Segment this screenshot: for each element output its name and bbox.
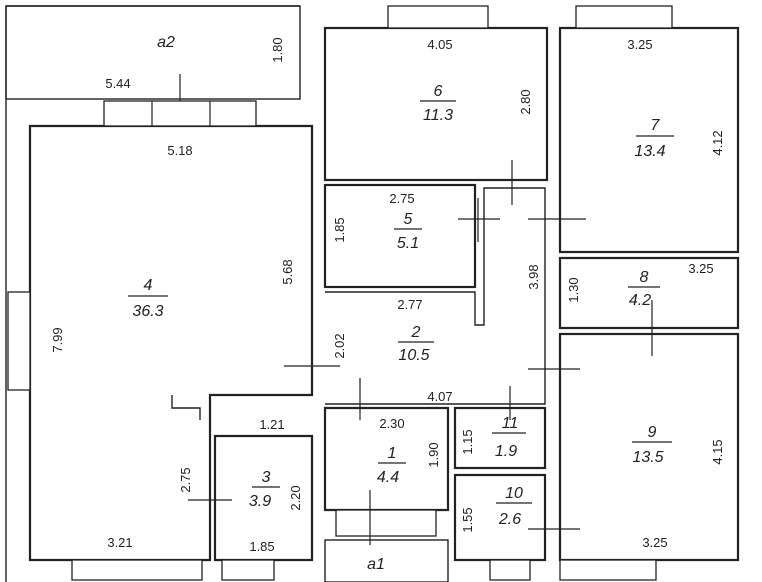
- room-5-number: 5: [404, 211, 413, 228]
- room-10-dim-left: 1.55: [460, 507, 475, 532]
- room-1-dim-right: 1.90: [426, 442, 441, 467]
- room-6-dim-right: 2.80: [518, 89, 533, 114]
- room-9-area: 13.5: [632, 449, 663, 466]
- room-2-area: 10.5: [398, 347, 429, 364]
- room-2-number: 2: [411, 324, 421, 341]
- room-11-dim-left: 1.15: [460, 429, 475, 454]
- room-7-number: 7: [651, 117, 661, 134]
- balcony-a2-label: a2: [157, 34, 175, 51]
- room-4-dim-left: 7.99: [50, 327, 65, 352]
- room-11: [453, 406, 547, 470]
- room-11-number: 11: [502, 415, 519, 432]
- room-5-dim-top: 2.75: [389, 191, 414, 206]
- room-4-dim-bottom: 3.21: [107, 535, 132, 550]
- room-5: [323, 183, 500, 289]
- room-4-dim-right: 5.68: [280, 259, 295, 284]
- room-5-area: 5.1: [397, 235, 419, 252]
- room-9-dim-bottom: 3.25: [642, 535, 667, 550]
- balcony-a2-width: 5.44: [105, 76, 130, 91]
- room-6-area: 11.3: [423, 107, 453, 124]
- room-7-area: 13.4: [634, 143, 665, 160]
- room-8-number: 8: [640, 269, 649, 286]
- room-3-dim-left: 2.75: [178, 467, 193, 492]
- room-4-area: 36.3: [132, 303, 163, 320]
- room-9-dim-right: 4.15: [710, 439, 725, 464]
- room-11-area: 1.9: [495, 443, 517, 460]
- room-2-dim-bottom: 4.07: [427, 389, 452, 404]
- room-3-dim-bottom: 1.85: [249, 539, 274, 554]
- room-7-dim-right: 4.12: [710, 130, 725, 155]
- room-6-dim-top: 4.05: [427, 37, 452, 52]
- room-1-dim-top: 2.30: [379, 416, 404, 431]
- room-2-dim-top: 2.77: [397, 297, 422, 312]
- room-1: [323, 406, 450, 545]
- room-4-dim-top: 5.18: [167, 143, 192, 158]
- room-1-area: 4.4: [377, 469, 399, 486]
- room-3-area: 3.9: [249, 493, 271, 510]
- entrance-a1: [324, 539, 531, 582]
- room-3-dim-top: 1.21: [259, 417, 284, 432]
- room-8-dim-top: 3.25: [688, 261, 713, 276]
- balcony-a1-label: a1: [367, 556, 385, 573]
- room-3-number: 3: [262, 469, 271, 486]
- room-3-dim-right: 2.20: [288, 485, 303, 510]
- room-4-number: 4: [144, 277, 153, 294]
- room-6: [323, 5, 549, 205]
- room-3: [188, 434, 314, 581]
- room-8: [558, 256, 740, 356]
- room-10-number: 10: [505, 485, 523, 502]
- room-7-dim-top: 3.25: [627, 37, 652, 52]
- room-5-dim-left: 1.85: [332, 217, 347, 242]
- room-7: [528, 5, 740, 254]
- room-8-dim-left: 1.30: [566, 277, 581, 302]
- room-9-number: 9: [648, 424, 657, 441]
- room-2-dim-right: 3.98: [526, 264, 541, 289]
- room-8-area: 4.2: [629, 292, 651, 309]
- room-4: [7, 100, 340, 581]
- room-2: [325, 187, 580, 420]
- room-6-number: 6: [434, 83, 443, 100]
- room-9: [558, 332, 740, 581]
- balcony-a2-depth: 1.80: [270, 37, 285, 62]
- room-10-area: 2.6: [498, 511, 521, 528]
- room-2-dim-left: 2.02: [332, 333, 347, 358]
- room-1-number: 1: [388, 445, 397, 462]
